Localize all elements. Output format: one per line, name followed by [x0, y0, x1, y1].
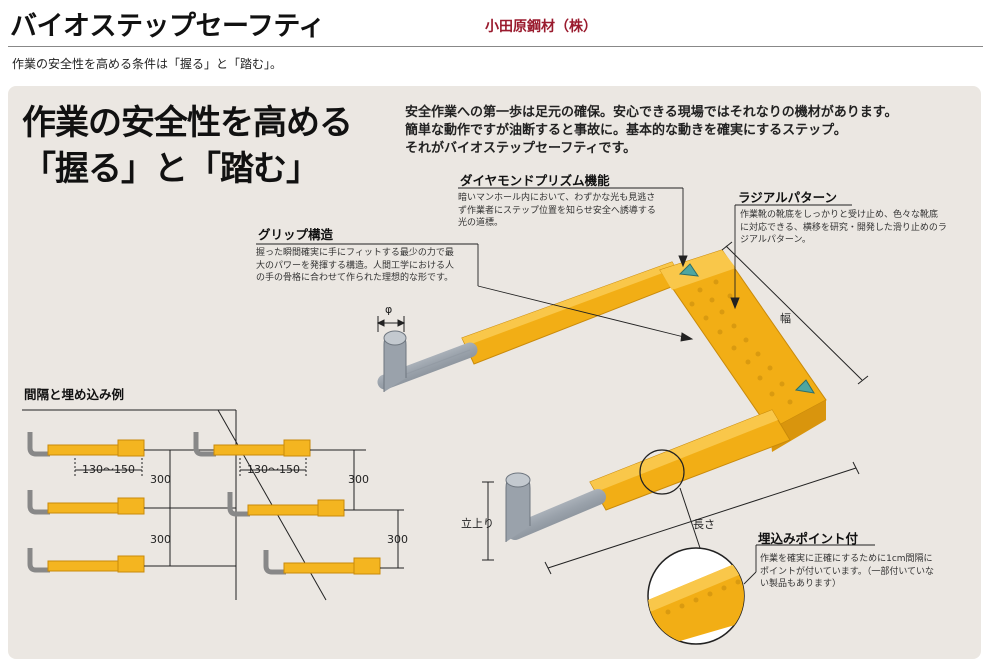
- step-row: [263, 550, 404, 575]
- step-row: [27, 490, 236, 515]
- intro-text: 安全作業への第一歩は足元の確保。安心できる現場ではそれなりの機材があります。 簡…: [405, 104, 897, 158]
- embed-description: 作業を確実に正確にするために1cm間隔に ポイントが付いています。（一部付いてい…: [760, 553, 970, 591]
- vertical-gap-label: 300: [387, 533, 408, 546]
- embed-desc-line: 作業を確実に正確にするために1cm間隔に: [760, 554, 933, 564]
- length-label: 長さ: [693, 518, 715, 531]
- prism-marker: [794, 379, 816, 394]
- callout-lines: [256, 187, 875, 585]
- maker-name: 小田原鋼材（株）: [485, 19, 597, 35]
- spacing-heading: 間隔と埋め込み例: [24, 387, 125, 402]
- radial-desc-line: ジアルパターン。: [740, 235, 811, 245]
- dimension-lines: [376, 241, 869, 575]
- spacing-diagram-slanted: [172, 409, 404, 601]
- step-product: [377, 249, 827, 549]
- page-subtitle: 作業の安全性を高める条件は「握る」と「踏む」。: [12, 57, 283, 71]
- vertical-gap-label: 300: [348, 473, 369, 486]
- horizontal-gap-label: 130〜150: [247, 463, 300, 476]
- grip-desc-line: 握った瞬間確実に手にフィットする最少の力で最: [256, 248, 454, 258]
- intro-line-2: 簡単な動作ですが油断すると事故に。基本的な動きを確実にするステップ。: [405, 123, 847, 138]
- radial-heading: ラジアルパターン: [738, 190, 838, 205]
- grip-desc-line: の手の骨格に合わせて作られた理想的な形です。: [256, 273, 454, 283]
- radial-description: 作業靴の靴底をしっかりと受け止め、色々な靴底 に対応できる、横移を研究・開発した…: [740, 209, 970, 247]
- grip-heading: グリップ構造: [258, 227, 334, 242]
- detail-highlight-circle: [639, 449, 685, 495]
- headline-line-1: 作業の安全性を高める: [22, 103, 353, 143]
- width-label: 幅: [780, 312, 791, 325]
- prism-desc-line: 暗いマンホール内において、わずかな光も見逃さ: [458, 193, 656, 203]
- header-divider: [8, 46, 983, 47]
- step-row: [193, 432, 366, 457]
- step-row: [27, 548, 236, 573]
- vertical-gap-label: 300: [150, 533, 171, 546]
- embed-desc-line: ポイントが付いています。（一部付いていな: [760, 566, 935, 577]
- vertical-gap-label: 300: [150, 473, 171, 486]
- headline: 作業の安全性を高める 「握る」と「踏む」: [22, 100, 353, 192]
- radial-desc-line: 作業靴の靴底をしっかりと受け止め、色々な靴底: [740, 210, 939, 220]
- radial-desc-line: に対応できる、横移を研究・開発した滑り止めのラ: [740, 222, 947, 233]
- prism-desc-line: ず作業者にステップ位置を知らせ安全へ誘導する: [458, 205, 656, 216]
- prism-heading: ダイヤモンドプリズム機能: [460, 173, 610, 188]
- step-row: [227, 492, 404, 517]
- intro-line-3: それがバイオステップセーフティです。: [405, 141, 637, 156]
- page-title: バイオステップセーフティ: [10, 11, 325, 42]
- prism-desc-line: 光の道標。: [458, 218, 504, 228]
- spacing-diagram-straight: [22, 409, 237, 600]
- embed-desc-line: い製品もあります）: [760, 579, 842, 589]
- horizontal-gap-label: 130〜150: [82, 463, 135, 476]
- prism-description: 暗いマンホール内において、わずかな光も見逃さ ず作業者にステップ位置を知らせ安全…: [458, 192, 680, 230]
- headline-line-2: 「握る」と「踏む」: [22, 149, 320, 189]
- prism-marker: [678, 263, 700, 277]
- diameter-label: φ: [385, 303, 393, 316]
- radial-pattern: [689, 279, 793, 405]
- grip-desc-line: 大のパワーを発揮する構造。人間工学における人: [256, 260, 455, 271]
- intro-line-1: 安全作業への第一歩は足元の確保。安心できる現場ではそれなりの機材があります。: [405, 105, 898, 120]
- grip-description: 握った瞬間確実に手にフィットする最少の力で最 大のパワーを発揮する構造。人間工学…: [256, 247, 478, 285]
- zoom-inset: [647, 547, 745, 645]
- rise-label: 立上り: [461, 517, 494, 530]
- embed-heading: 埋込みポイント付: [758, 531, 859, 546]
